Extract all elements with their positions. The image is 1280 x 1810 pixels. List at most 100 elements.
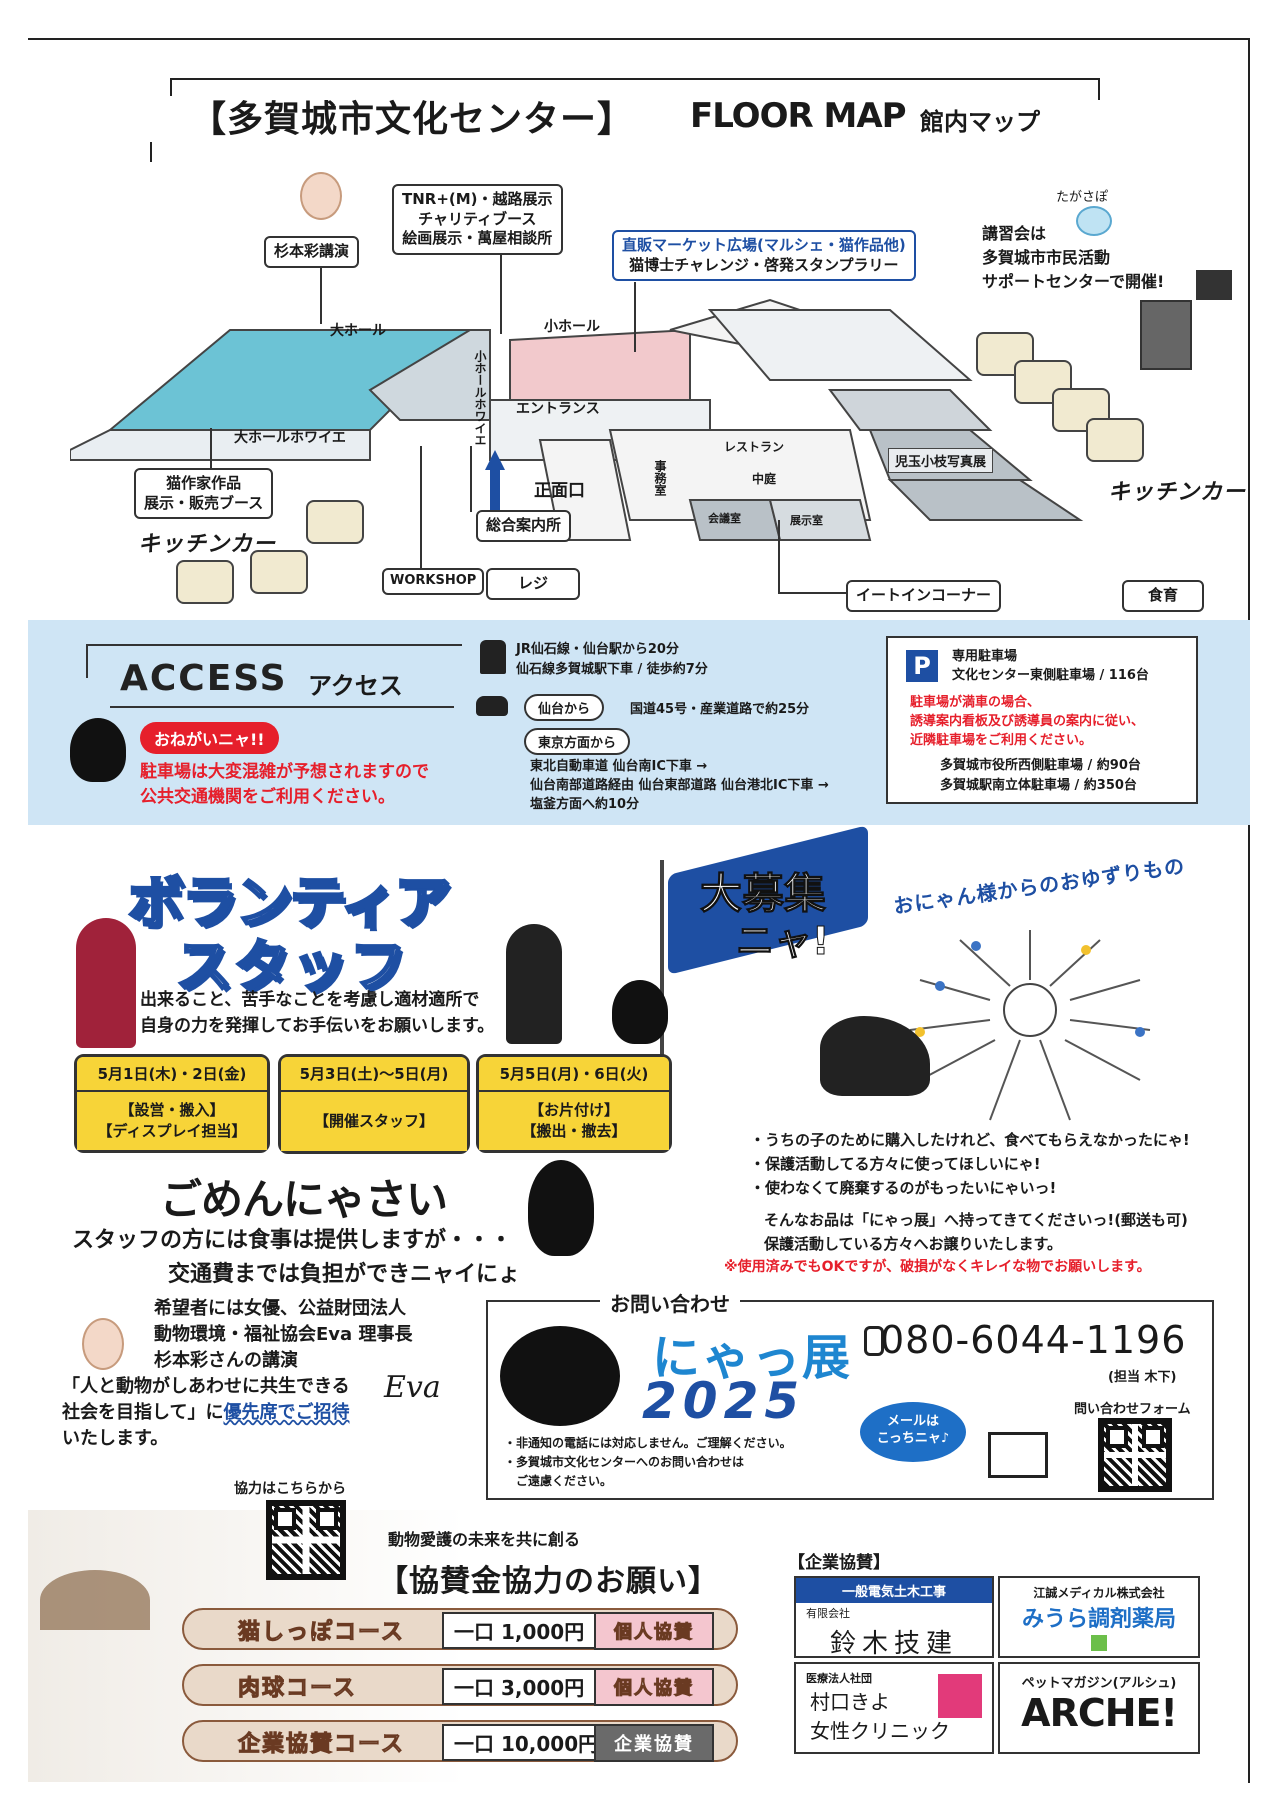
mail-bubble[interactable]: メールは こっちニャ♪ — [860, 1402, 966, 1462]
parking-box — [886, 636, 1198, 804]
arche-card: ペットマガジン(アルシュ) ARCHE! — [998, 1662, 1200, 1754]
title-rule-left — [150, 142, 152, 162]
train-info: JR仙石線・仙台駅から20分 仙石線多賀城駅下車 / 徒歩約7分 — [516, 640, 708, 679]
parking-warning: 駐車場が満車の場合、 誘導案内看板及び誘導員の案内に従い、 近隣駐車場をご利用く… — [910, 694, 1144, 751]
course-3-name: 企業協賛コース — [238, 1732, 405, 1758]
access-rule-bottom — [110, 706, 454, 708]
seminar-line-2: 多賀城市市民活動 — [982, 248, 1111, 267]
murakuchi-line-1: 村口きよ — [810, 1690, 890, 1714]
info-desk-callout: 総合案内所 — [476, 510, 572, 542]
warning-line-1: 駐車場は大変混雑が予想されますので — [140, 762, 429, 782]
volunteer-title-2: スタッフ — [175, 934, 408, 1002]
volunteer-date-3: 5月5日(月)・6日(火) 【お片付け】 【搬出・撤去】 — [476, 1054, 672, 1153]
restaurant-label: レストラン — [724, 440, 785, 454]
parking-main-lot: 文化センター東側駐車場 / 116台 — [952, 667, 1149, 683]
sugimoto-portrait — [300, 172, 342, 220]
donation-red-note: ※使用済みでもOKですが、破損がなくキレイな物でお願いします。 — [724, 1259, 1151, 1275]
mail-bubble-line-1: メールは — [886, 1414, 939, 1429]
arche-name: ARCHE! — [1021, 1691, 1178, 1735]
tnr-leader — [500, 254, 502, 334]
inquiry-note-1: ・非通知の電話には対応しません。ご理解ください。 — [504, 1436, 792, 1450]
access-title: ACCESS — [120, 658, 288, 699]
volunteer-date-1: 5月1日(木)・2日(金) 【設営・搬入】 【ディスプレイ担当】 — [74, 1054, 270, 1153]
contact-person: (担当 木下) — [1108, 1370, 1177, 1385]
inquiry-note-2: ・多賀城市文化センターへのお問い合わせは — [504, 1455, 745, 1470]
small-hall-label: 小ホール — [544, 319, 600, 335]
course-1-price: 一口 1,000円 — [442, 1612, 597, 1649]
charity-line: チャリティブース — [418, 209, 537, 228]
tnr-callout: TNR+(M)・越路展示 チャリティブース 絵画展示・萬屋相談所 — [392, 184, 563, 255]
photo-exhibit-shape — [828, 389, 993, 431]
donation-item: ・使わなくて廃棄するのがもったいにゃいっ! — [750, 1179, 1057, 1197]
inquiry-form-qr-code[interactable] — [1098, 1418, 1172, 1492]
sendai-route: 国道45号・産業道路で約25分 — [630, 702, 810, 717]
inquiry-note-3: ご遠慮ください。 — [516, 1474, 613, 1489]
date-2-roles: 【開催スタッフ】 — [281, 1092, 467, 1151]
invite-line-5a: 社会を目指して」に — [62, 1402, 224, 1424]
train-line-1: JR仙石線・仙台駅から20分 — [516, 642, 679, 657]
warning-line-2: 公共交通機関をご利用ください。 — [140, 786, 395, 807]
access-warning: 駐車場は大変混雑が予想されますので 公共交通機関をご利用ください。 — [140, 760, 429, 809]
course-1-type: 個人協賛 — [594, 1612, 714, 1650]
exhibit-room-shape — [768, 499, 872, 541]
kitchen-car-icon — [1086, 418, 1144, 462]
date-1-role-1: 【設営・搬入】 — [119, 1101, 225, 1119]
phone-number[interactable]: 080-6044-1196 — [880, 1318, 1187, 1362]
floor-map-title: FLOOR MAP — [690, 96, 907, 136]
tokyo-route: 東北自動車道 仙台南IC下車 → 仙台南部道路経由 仙台東部道路 仙台港北IC下… — [530, 758, 829, 815]
date-1-role-2: 【ディスプレイ担当】 — [97, 1122, 247, 1140]
exhibit-room-label: 展示室 — [790, 514, 823, 527]
page-frame — [28, 38, 1250, 1783]
hands-illustration — [909, 930, 1151, 1121]
date-2-role-1: 【開催スタッフ】 — [313, 1112, 434, 1130]
sponsor-qr-label: 協力はこちらから — [234, 1481, 346, 1497]
murakuchi-top: 医療法人社団 — [806, 1672, 872, 1685]
inquiry-title: お問い合わせ — [600, 1288, 740, 1317]
cat-podium-icon — [1196, 270, 1232, 300]
donation-item: ・うちの子のために購入したけれど、食べてもらえなかったにゃ! — [750, 1131, 1190, 1149]
tagasapo-label: たがさぽ — [1056, 190, 1109, 205]
small-hall-shape — [509, 328, 691, 401]
please-badge: おねがいニャ!! — [140, 722, 279, 754]
car-icon — [476, 696, 508, 716]
lecture-callout: 杉本彩講演 — [264, 236, 360, 268]
main-entrance-arrow — [485, 450, 505, 510]
date-1-label: 5月1日(木)・2日(金) — [77, 1057, 267, 1092]
priority-seat-text: 優先席でご招待 — [223, 1402, 350, 1424]
main-gate-label: 正面口 — [534, 481, 585, 501]
donation-note: そんなお品は「にゃっ展」へ持ってきてくださいっ!(郵送も可) 保護活動している方… — [764, 1208, 1188, 1256]
floor-map-subtitle: 館内マップ — [920, 108, 1040, 136]
invite-line-5: 社会を目指して」に優先席でご招待 — [62, 1400, 350, 1426]
date-3-role-1: 【お片付け】 — [528, 1101, 619, 1119]
donation-items: ・うちの子のために購入したけれど、食べてもらえなかったにゃ! ・保護活動してる方… — [750, 1128, 1190, 1200]
sponsor-subtitle: 動物愛護の未来を共に創る — [388, 1530, 581, 1549]
miura-top: 江誠メディカル株式会社 — [1033, 1586, 1165, 1600]
course-2-name: 肉球コース — [238, 1676, 357, 1702]
black-cat-icon — [528, 1160, 594, 1256]
course-1-name: 猫しっぽコース — [238, 1620, 405, 1646]
shokuiku-room-shape — [887, 479, 1084, 521]
mail-envelope-icon[interactable] — [988, 1432, 1048, 1478]
kitchen-car-icon — [250, 550, 308, 594]
title-rule-left-tick — [170, 78, 172, 96]
small-hall-foyer-label: 小ホールホワイエ — [473, 350, 487, 446]
from-tokyo-pill: 東京方面から — [524, 728, 631, 755]
sponsor-qr-code[interactable] — [266, 1500, 346, 1580]
support-center-building-icon — [1140, 300, 1192, 370]
black-cat-icon — [70, 718, 126, 782]
sugimoto-portrait — [82, 1318, 124, 1370]
market-callout: 直販マーケット広場(マルシェ・猫作品他) 猫博士チャレンジ・啓発スタンプラリー — [612, 230, 916, 281]
workshop-leader — [420, 446, 422, 568]
invite-line-4: 「人と動物がしあわせに共生できる — [62, 1376, 350, 1397]
event-name: にゃっ展 — [652, 1330, 853, 1386]
suzuki-top: 一般電気土木工事 — [796, 1578, 992, 1603]
clinic-logo-icon — [938, 1674, 982, 1718]
invite-line-3: 杉本彩さんの講演 — [154, 1350, 298, 1372]
page-title: 【多賀城市文化センター】 — [190, 99, 635, 140]
miura-pharmacy-card: 江誠メディカル株式会社 みうら調剤薬局 — [998, 1576, 1200, 1658]
form-label: 問い合わせフォーム — [1074, 1402, 1191, 1417]
course-2-type: 個人協賛 — [594, 1668, 714, 1706]
parking-main: 専用駐車場 文化センター東側駐車場 / 116台 — [952, 648, 1149, 686]
pharmacy-cross-icon — [1091, 1635, 1107, 1651]
train-icon — [480, 640, 506, 674]
